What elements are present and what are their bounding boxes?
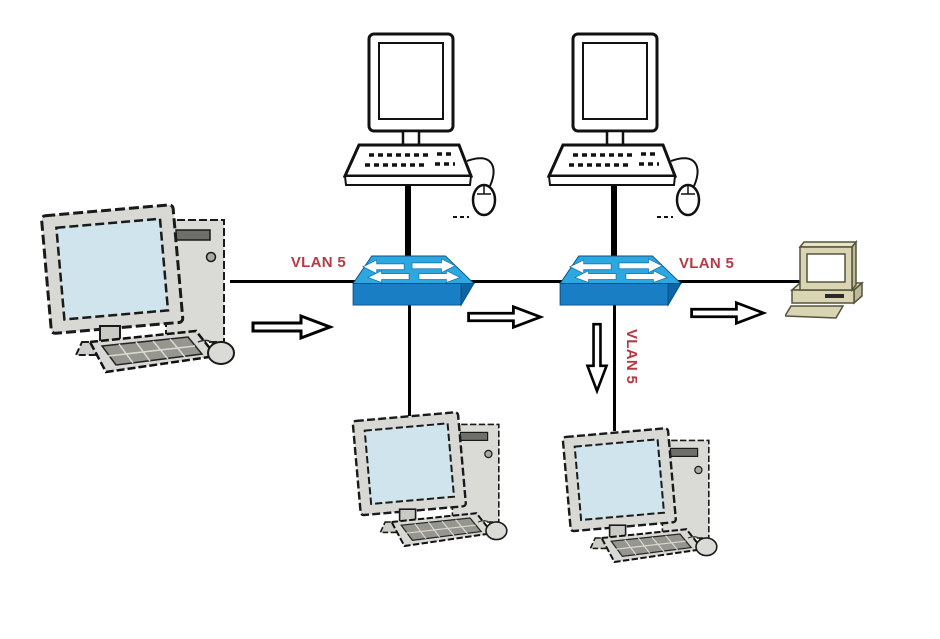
flow-arrow-right-3	[686, 299, 770, 327]
link-switch2-to-bottom-pc	[613, 303, 616, 431]
switch-side-face	[460, 282, 475, 307]
flow-arrow-down-1	[584, 318, 610, 398]
desktop-pc-bottom-right-icon	[560, 418, 720, 570]
ethernet-switch-1-icon	[352, 255, 476, 307]
link-switch1-to-bottom-pc	[408, 303, 411, 416]
desktop-pc-bottom-left-icon	[350, 402, 510, 554]
switch-front-face	[559, 282, 669, 306]
cable-workstation1-to-switch1	[405, 164, 411, 264]
vlan-label-right: VLAN 5	[679, 255, 735, 272]
workstation-top-left-icon	[341, 28, 501, 223]
vlan-label-vertical: VLAN 5	[623, 329, 640, 385]
workstation-top-right-icon	[545, 28, 705, 223]
cable-workstation2-to-switch2	[611, 164, 617, 264]
legacy-pc-right-icon	[785, 238, 880, 323]
switch-arrows	[362, 258, 462, 284]
switch-side-face	[667, 282, 682, 307]
link-main-horizontal	[230, 280, 805, 283]
desktop-pc-left-icon	[38, 192, 238, 382]
ethernet-switch-2-icon	[559, 255, 683, 307]
switch-arrows	[569, 258, 669, 284]
flow-arrow-right-1	[250, 312, 334, 342]
switch-front-face	[352, 282, 462, 306]
vlan-label-left: VLAN 5	[290, 254, 346, 271]
flow-arrow-right-2	[464, 303, 546, 331]
